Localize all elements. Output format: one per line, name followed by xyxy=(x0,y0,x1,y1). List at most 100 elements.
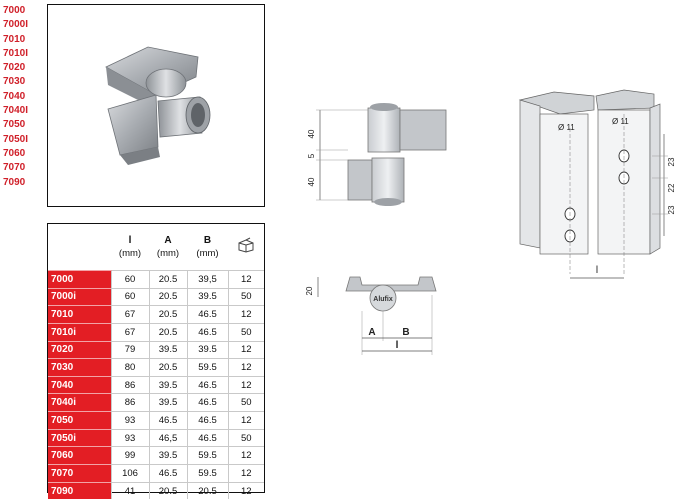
cell-q: 12 xyxy=(227,305,264,324)
cell-code: 7040 xyxy=(48,375,111,394)
cell-b: 39.5 xyxy=(186,287,228,306)
model-code: 7050 xyxy=(3,119,26,131)
cell-a: 46.5 xyxy=(148,464,187,483)
cell-code: 7010 xyxy=(48,305,111,324)
cell-a: 20.5 xyxy=(148,287,187,306)
cell-a: 39.5 xyxy=(148,446,187,465)
cell-l: 60 xyxy=(110,270,149,289)
cell-a: 20.5 xyxy=(148,358,187,377)
label-a: A xyxy=(368,327,375,338)
logo-text: Alufix xyxy=(373,296,393,303)
dim-bottom: 40 xyxy=(307,177,316,186)
cell-b: 39.5 xyxy=(186,340,228,359)
cell-b: 46.5 xyxy=(186,411,228,430)
model-code: 7010I xyxy=(3,47,29,59)
model-code: 7090 xyxy=(3,176,26,188)
cell-a: 39.5 xyxy=(148,340,187,359)
cell-q: 12 xyxy=(227,270,264,289)
cell-l: 67 xyxy=(110,322,149,342)
header-a: A(mm) xyxy=(156,235,180,259)
model-code: 7000 xyxy=(3,5,26,16)
cell-l: 60 xyxy=(110,287,149,306)
model-code: 7050I xyxy=(3,133,29,145)
cell-q: 12 xyxy=(227,481,264,500)
model-code: 7030 xyxy=(3,76,26,88)
model-code: 7000I xyxy=(3,19,29,31)
hole-right-diameter: Ø 11 xyxy=(612,117,629,126)
cell-q: 12 xyxy=(227,358,264,377)
model-code: 7010 xyxy=(3,33,26,45)
model-code: 7040 xyxy=(3,90,26,102)
model-code: 7020 xyxy=(3,62,26,74)
model-code: 7070 xyxy=(3,162,26,174)
cell-b: 46.5 xyxy=(186,375,228,394)
top-view-drawing: Alufix 20 A B l xyxy=(305,276,437,355)
cell-l: 67 xyxy=(110,305,149,324)
cell-a: 46.5 xyxy=(148,411,187,430)
cell-l: 41 xyxy=(110,481,149,500)
cell-b: 39,5 xyxy=(186,270,228,289)
dim-2: 22 xyxy=(667,183,676,192)
header-code xyxy=(48,224,111,271)
label-l: l xyxy=(596,265,598,276)
cell-a: 20.5 xyxy=(148,305,187,324)
cell-q: 12 xyxy=(227,411,264,430)
cell-l: 80 xyxy=(110,358,149,377)
cell-q: 12 xyxy=(227,464,264,483)
side-view-drawing: 40 5 40 xyxy=(307,103,447,206)
model-code-list: 7000 7000I 7010 7010I 7020 7030 7040 704… xyxy=(3,4,43,190)
cell-a: 46,5 xyxy=(148,428,187,447)
dim-top: 40 xyxy=(307,129,316,138)
cell-code: 7050 xyxy=(48,411,111,430)
cell-q: 50 xyxy=(227,428,264,447)
dim-3: 23 xyxy=(667,205,676,214)
cell-code: 7000 xyxy=(48,270,111,289)
dim-height: 20 xyxy=(305,286,314,295)
cell-code: 7020 xyxy=(48,340,111,359)
hole-left-diameter: Ø 11 xyxy=(558,123,575,132)
cell-b: 59.5 xyxy=(186,358,228,377)
cell-b: 46.5 xyxy=(186,322,228,342)
cell-code: 7030 xyxy=(48,358,111,377)
cell-a: 20.5 xyxy=(148,481,187,500)
cell-l: 86 xyxy=(110,393,149,412)
cell-code: 7040i xyxy=(48,393,111,412)
cell-code: 7050i xyxy=(48,428,111,447)
cell-l: 93 xyxy=(110,428,149,447)
cell-code: 7090 xyxy=(48,481,111,500)
hinge-illustration xyxy=(105,46,211,165)
header-l: l(mm) xyxy=(118,235,142,259)
cell-l: 79 xyxy=(110,340,149,359)
cell-b: 59.5 xyxy=(186,464,228,483)
cell-code: 7070 xyxy=(48,464,111,483)
model-code: 7060 xyxy=(3,147,26,159)
dim-1: 23 xyxy=(667,157,676,166)
box-icon xyxy=(238,237,254,253)
cell-q: 12 xyxy=(227,446,264,465)
cell-a: 39.5 xyxy=(148,393,187,412)
profile-view-drawing: Ø 11 Ø 11 23 22 23 l xyxy=(518,89,676,279)
cell-l: 86 xyxy=(110,375,149,394)
cell-b: 59.5 xyxy=(186,446,228,465)
label-b: B xyxy=(402,327,409,338)
header-b: B(mm) xyxy=(196,235,219,259)
cell-code: 7000i xyxy=(48,287,111,306)
cell-code: 7060 xyxy=(48,446,111,465)
cell-l: 99 xyxy=(110,446,149,465)
cell-a: 20.5 xyxy=(148,322,187,342)
cell-q: 50 xyxy=(227,287,264,306)
cell-q: 12 xyxy=(227,340,264,359)
product-photo xyxy=(47,4,265,207)
cell-q: 50 xyxy=(227,322,264,342)
model-code: 7040I xyxy=(3,105,29,117)
